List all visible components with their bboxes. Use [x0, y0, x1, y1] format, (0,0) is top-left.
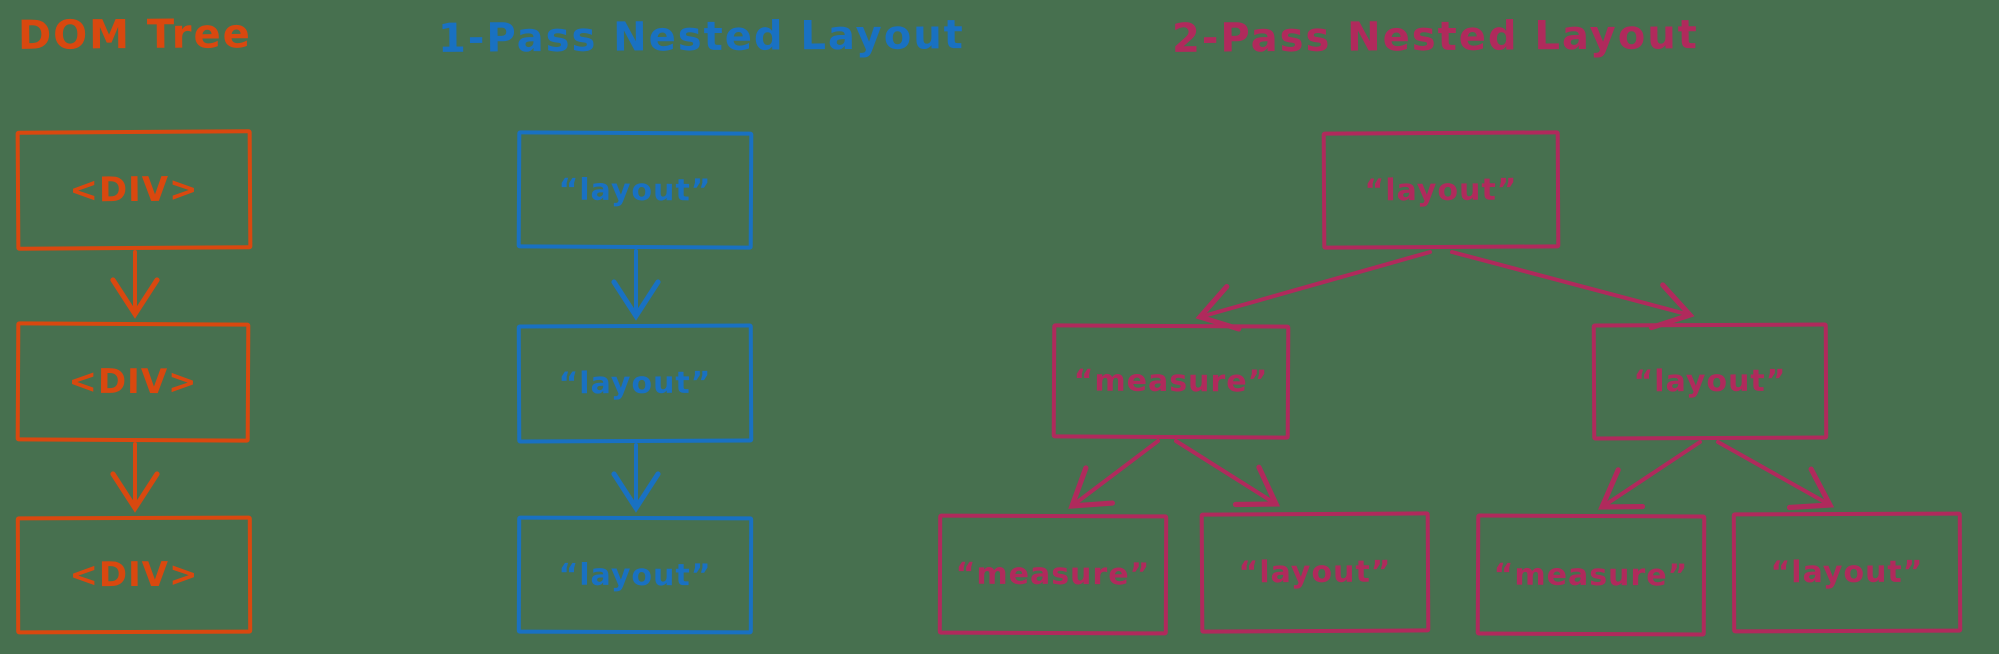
arrow-twopass-root-layout: [1450, 250, 1695, 331]
one-pass-node-2-label: “layout”: [558, 365, 712, 402]
arrow-twopass-measure-leaf1: [1068, 439, 1160, 509]
one-pass-title: 1-Pass Nested Layout: [437, 12, 965, 62]
arrow-twopass-layout-leaf3: [1598, 440, 1702, 510]
two-pass-branch-measure-label: “measure”: [1073, 363, 1269, 400]
two-pass-root-label: “layout”: [1364, 172, 1518, 208]
dom-tree-title: DOM Tree: [17, 11, 252, 59]
two-pass-root-node: “layout”: [1321, 130, 1561, 250]
arrow-twopass-layout-leaf4: [1716, 440, 1835, 511]
one-pass-node-3-label: “layout”: [558, 557, 712, 593]
two-pass-leaf-layout-1: “layout”: [1199, 511, 1431, 634]
two-pass-branch-layout-label: “layout”: [1633, 363, 1787, 400]
two-pass-leaf-measure-2-label: “measure”: [1493, 557, 1689, 593]
two-pass-leaf-measure-1: “measure”: [937, 513, 1169, 636]
dom-tree-node-1: <DIV>: [15, 129, 253, 251]
arrow-twopass-measure-leaf2: [1174, 439, 1281, 508]
dom-tree-node-3: <DIV>: [15, 515, 253, 635]
two-pass-leaf-layout-1-label: “layout”: [1238, 554, 1392, 591]
two-pass-leaf-measure-2: “measure”: [1475, 513, 1707, 637]
two-pass-leaf-measure-1-label: “measure”: [955, 556, 1151, 593]
one-pass-node-3: “layout”: [516, 515, 754, 635]
one-pass-node-1-label: “layout”: [558, 172, 712, 208]
dom-tree-node-1-label: <DIV>: [69, 169, 199, 211]
dom-tree-node-2: <DIV>: [15, 321, 251, 443]
two-pass-leaf-layout-2: “layout”: [1731, 511, 1963, 634]
dom-tree-node-2-label: <DIV>: [68, 361, 198, 403]
two-pass-title: 2-Pass Nested Layout: [1171, 12, 1699, 62]
one-pass-node-2: “layout”: [516, 323, 754, 444]
arrow-twopass-root-measure: [1195, 250, 1432, 332]
two-pass-branch-layout-node: “layout”: [1591, 322, 1829, 441]
two-pass-branch-measure-node: “measure”: [1051, 323, 1291, 440]
dom-tree-node-3-label: <DIV>: [69, 554, 199, 596]
one-pass-node-1: “layout”: [516, 130, 754, 250]
two-pass-leaf-layout-2-label: “layout”: [1770, 554, 1924, 591]
